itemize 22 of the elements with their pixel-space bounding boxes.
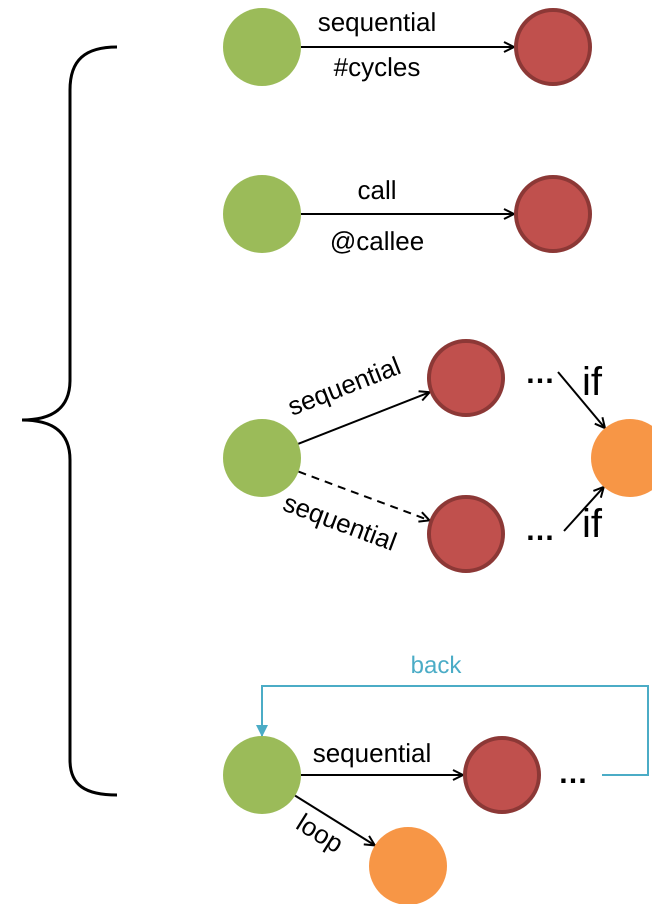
edge-label: back (410, 654, 462, 678)
arrow (294, 794, 376, 846)
edge-label: if (582, 362, 602, 402)
edge-annotation: @callee (330, 228, 424, 254)
arrow (298, 470, 430, 523)
edge-label: loop (292, 808, 348, 858)
edge-annotation: #cycles (334, 54, 420, 80)
edge-label: if (582, 504, 602, 544)
ellipsis-mark: … (525, 516, 555, 546)
arrow (301, 41, 515, 53)
edge-label: sequential (318, 9, 436, 35)
ellipsis-mark: … (525, 359, 555, 389)
arrow (563, 486, 605, 532)
elbow-arrow (256, 685, 649, 776)
arrow (301, 769, 464, 781)
arrow (301, 208, 515, 220)
arrow (298, 390, 431, 445)
edge-label: sequential (312, 740, 432, 766)
ellipsis-mark: … (558, 759, 588, 789)
edge-label: call (358, 177, 396, 203)
circle-node (591, 419, 652, 497)
arrow (557, 371, 606, 430)
